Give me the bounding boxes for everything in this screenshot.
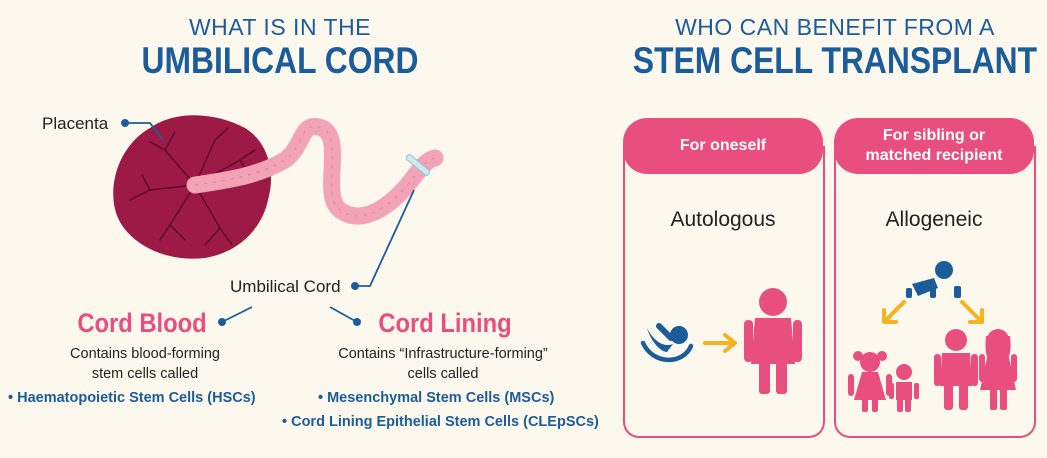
yellow-arrow-icon	[703, 333, 737, 353]
sibling-pill-line1: For sibling or	[882, 127, 986, 144]
cord-blood-desc-line1: Contains blood-forming	[70, 346, 220, 362]
right-header-small: WHO CAN BENEFIT FROM A	[675, 14, 995, 40]
autologous-label: Autologous	[670, 208, 776, 231]
for-oneself-pill: For oneself	[623, 118, 823, 174]
woman-figure-icon	[979, 329, 1017, 410]
boy-figure-icon	[744, 288, 802, 394]
autologous-figures	[640, 288, 802, 394]
cord-blood-desc-line2: stem cells called	[91, 366, 199, 382]
cord-blood-description: Contains blood-forming stem cells called	[30, 344, 260, 384]
sibling-pill-line2: matched recipient	[865, 147, 1003, 164]
small-boy-figure-icon	[889, 364, 919, 412]
placenta-pointer	[121, 119, 164, 141]
clepsc-item: • Cord Lining Epithelial Stem Cells (CLE…	[282, 414, 599, 430]
baby-in-cradle-icon	[640, 323, 694, 363]
umbilical-pointer	[351, 189, 415, 290]
cord-blood-title: Cord Blood	[77, 308, 207, 338]
crawling-baby-icon	[906, 261, 961, 298]
sibling-recipient-pill: For sibling or matched recipient	[834, 118, 1034, 174]
umbilical-cord-shape	[186, 118, 444, 225]
left-header-title: UMBILICAL CORD	[141, 40, 419, 81]
yellow-arrows-icon	[882, 300, 984, 324]
msc-item: • Mesenchymal Stem Cells (MSCs)	[318, 390, 555, 406]
cord-clamp	[405, 154, 431, 176]
cord-lining-title: Cord Lining	[378, 308, 512, 338]
cord-lining-description: Contains “Infrastructure-forming” cells …	[308, 344, 578, 384]
autologous-panel	[623, 146, 825, 438]
left-header-small: WHAT IS IN THE	[188, 14, 372, 40]
umbilical-cord-illustration	[113, 115, 444, 326]
right-header-title: STEM CELL TRANSPLANT	[632, 40, 1038, 81]
allogeneic-figures	[848, 261, 1017, 412]
allogeneic-label: Allogeneic	[885, 208, 983, 231]
for-oneself-label: For oneself	[679, 137, 767, 154]
umbilical-cord-label: Umbilical Cord	[230, 277, 341, 296]
cord-lining-desc-line2: cells called	[407, 366, 479, 382]
man-figure-icon	[934, 329, 978, 410]
branch-lines	[218, 306, 361, 326]
girl-figure-icon	[848, 351, 892, 412]
placenta-label: Placenta	[42, 114, 109, 133]
hsc-item: • Haematopoietic Stem Cells (HSCs)	[8, 390, 256, 406]
cord-lining-desc-line1: Contains “Infrastructure-forming”	[338, 346, 548, 362]
